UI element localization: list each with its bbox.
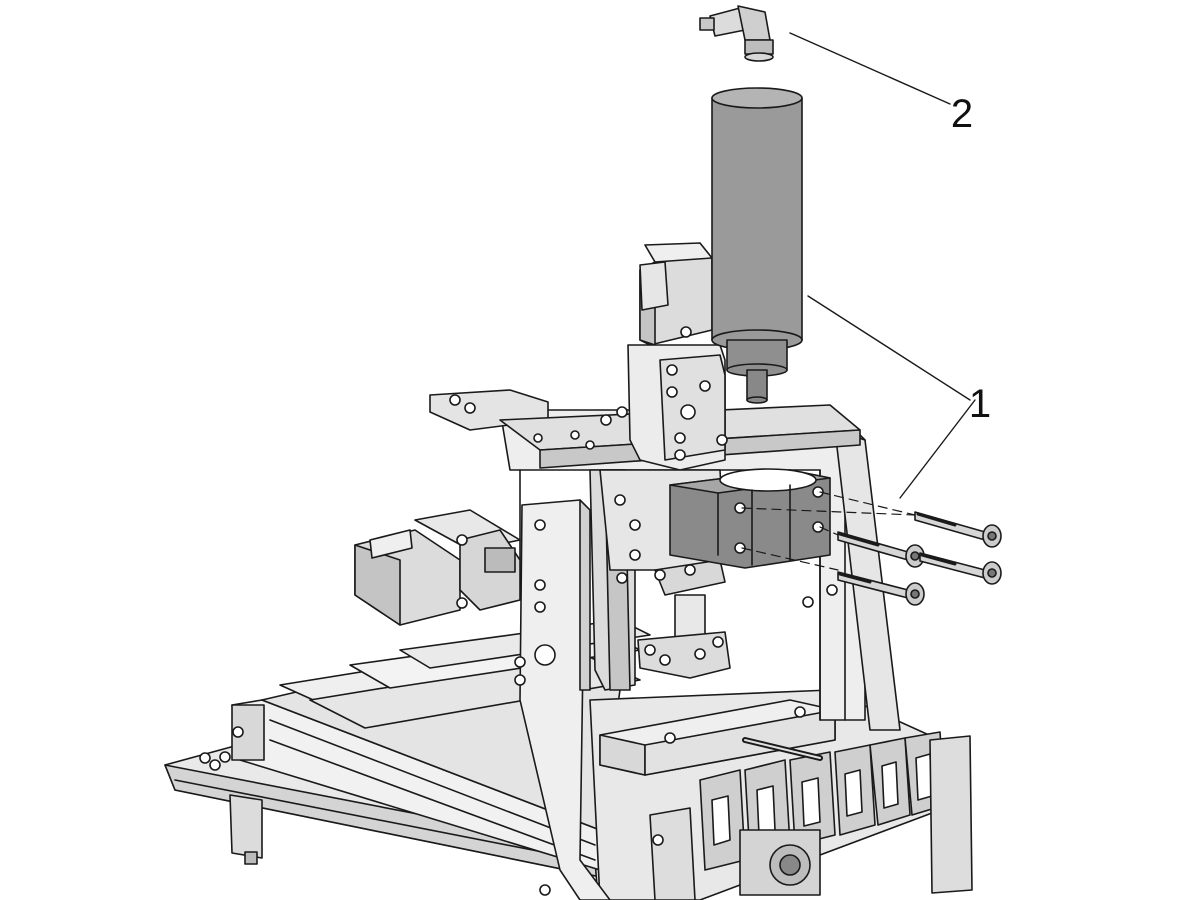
- clamp-screw-top: [914, 511, 1002, 548]
- z-stepper-motor: [639, 242, 713, 346]
- elbow-connector: [699, 5, 774, 62]
- left-side-plate: [514, 499, 611, 900]
- left-stepper-motor: [354, 509, 521, 626]
- callout-leaders: [789, 32, 976, 499]
- spindle-clamp: [669, 468, 831, 569]
- callout-label-2: 2: [951, 92, 973, 136]
- callout-label-1: 1: [969, 382, 991, 426]
- t-slot-table: [279, 619, 973, 900]
- lower-z-bearing-block: [637, 559, 731, 679]
- clamp-screw-bottom: [837, 571, 925, 606]
- clamp-screw-right: [919, 552, 1002, 585]
- vise-block: [599, 699, 836, 776]
- spindle-motor: [711, 87, 803, 404]
- assembly-guide-lines: [741, 491, 916, 571]
- z-carriage-plate: [627, 344, 728, 471]
